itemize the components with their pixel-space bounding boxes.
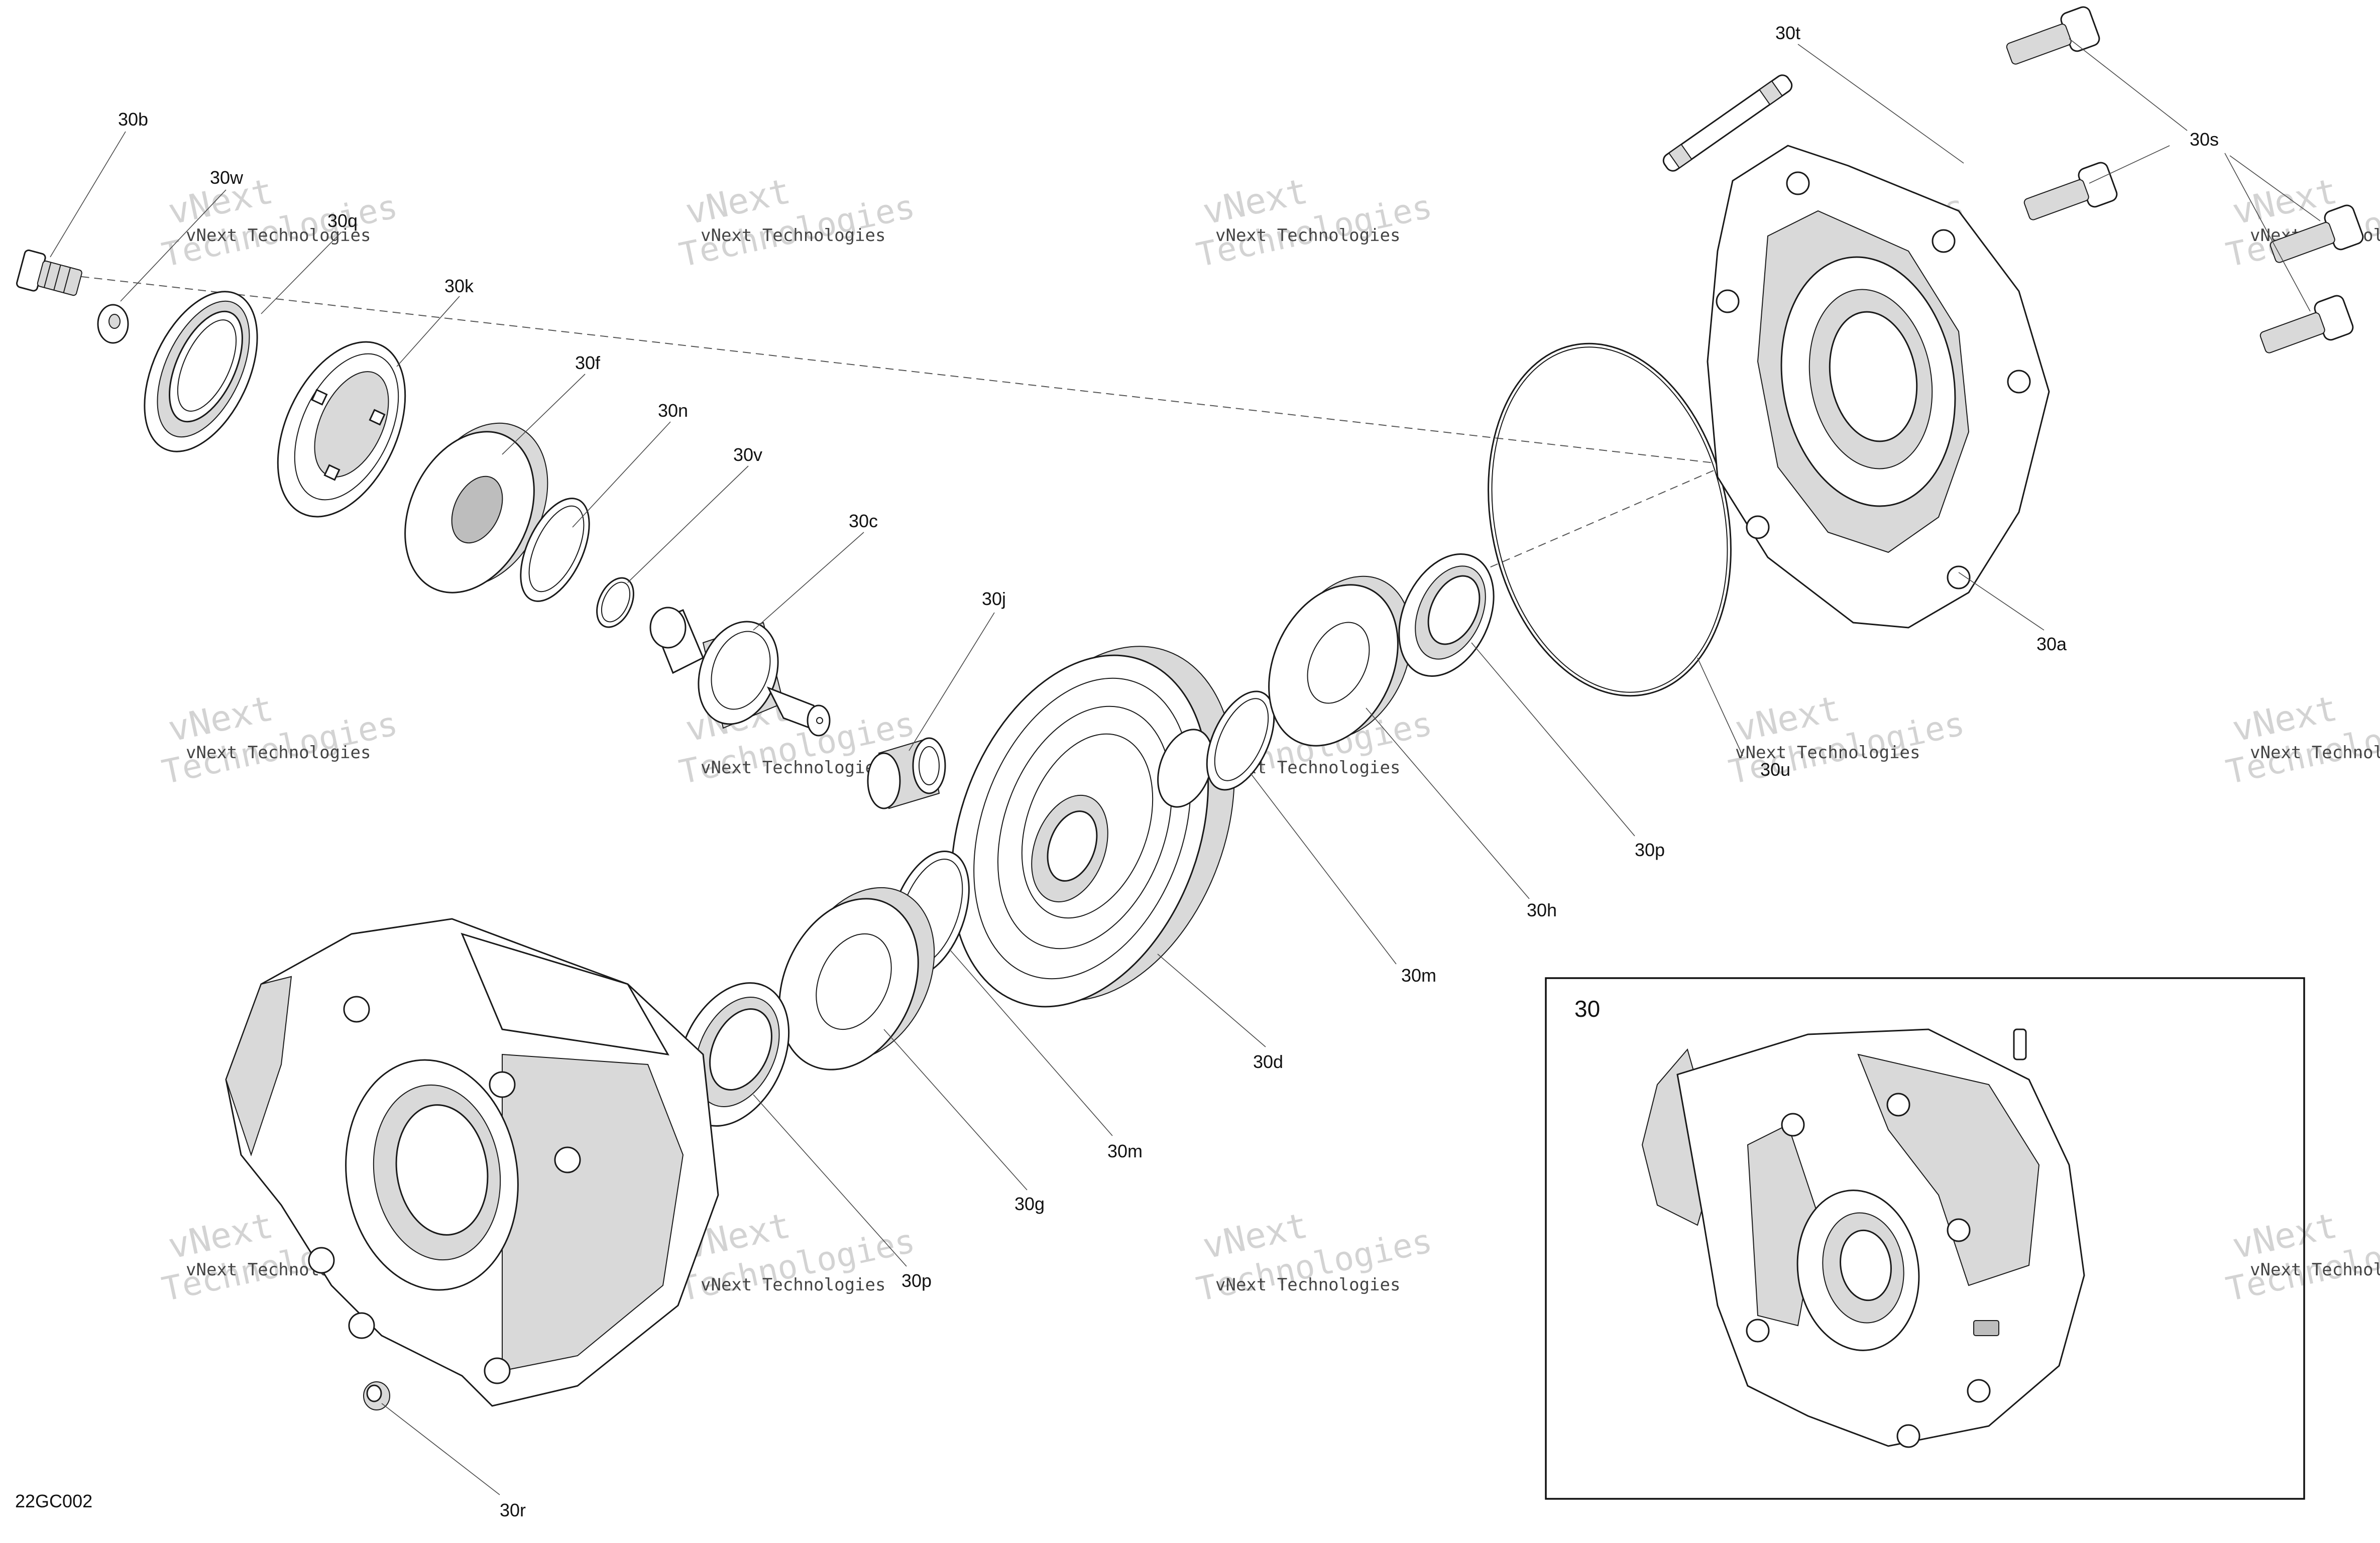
inset-label: 30 <box>1574 996 1600 1022</box>
part-30s-bolt <box>2023 162 2118 220</box>
diagram-code: 22GC002 <box>15 1491 92 1511</box>
watermark-caption: vNext Technologies <box>186 225 371 246</box>
part-main-housing <box>225 918 719 1407</box>
callout-30n: 30n <box>658 400 688 421</box>
part-30n-shim <box>520 498 590 602</box>
leader-lines <box>50 38 2321 1495</box>
watermark: vNext Technologies <box>2223 687 2380 792</box>
part-30m-shim-upper <box>1206 690 1275 791</box>
part-30s-bolt <box>2270 204 2364 263</box>
part-30w-washer <box>97 304 129 344</box>
callout-30w: 30w <box>210 167 244 188</box>
watermark-caption: vNext Technologies <box>1735 743 1920 763</box>
callout-30f: 30f <box>575 352 601 373</box>
assembly-inset: 30 <box>1545 977 2305 1500</box>
watermark-caption: vNext Technologies <box>701 1275 885 1295</box>
watermark: vNext Technologies <box>159 687 401 792</box>
callout-30h: 30h <box>1527 900 1557 920</box>
part-30c-pinion-shaft <box>649 607 831 737</box>
watermark-caption: vNext Technologies <box>2250 743 2380 763</box>
inset-frame <box>1545 977 2305 1500</box>
part-30s-bolt <box>2259 295 2354 353</box>
watermark-caption: vNext Technologies <box>186 743 371 763</box>
watermark: vNext Technologies <box>2223 1205 2380 1309</box>
part-30u-o-ring <box>1488 342 1732 697</box>
callout-30p-lower: 30p <box>901 1270 932 1291</box>
watermark: vNext Technologies <box>159 170 401 275</box>
watermark-caption: vNext Technologies <box>701 758 885 778</box>
callout-30j: 30j <box>982 588 1006 609</box>
watermark: vNext Technologies <box>1193 170 1435 275</box>
callout-30s: 30s <box>2190 129 2219 150</box>
watermark: vNext Technologies <box>676 170 918 275</box>
callout-30m-lower: 30m <box>1107 1141 1143 1161</box>
callout-30q: 30q <box>327 210 358 231</box>
part-30r-plug <box>363 1381 390 1410</box>
assembly-axis-upper <box>55 273 1728 578</box>
watermark-caption: vNext Technologies <box>1215 225 1400 246</box>
callout-labels: 30b 30w 30q 30k 30f 30n 30v 30c 30j 30t … <box>118 23 2219 1520</box>
callout-30m-upper: 30m <box>1401 965 1436 986</box>
part-30t-breather <box>1662 74 1793 172</box>
callout-30k: 30k <box>444 276 474 296</box>
callout-30t: 30t <box>1775 23 1800 43</box>
callout-30r: 30r <box>500 1500 526 1520</box>
part-30q-oil-seal <box>144 291 258 452</box>
callout-30v: 30v <box>733 444 762 465</box>
part-30b-bolt <box>16 249 82 296</box>
part-30f-bearing <box>404 422 548 594</box>
part-30v-snap-ring <box>596 577 634 628</box>
part-30p-seal-upper <box>1398 553 1495 677</box>
watermark-caption: vNext Technologies <box>1215 1275 1400 1295</box>
part-30k-bearing <box>277 341 406 518</box>
callout-30c: 30c <box>849 511 878 531</box>
callout-30g: 30g <box>1014 1194 1045 1214</box>
callout-30b: 30b <box>118 109 148 130</box>
callout-30u: 30u <box>1760 759 1790 780</box>
callout-30p-upper: 30p <box>1635 840 1665 860</box>
watermark: vNext Technologies <box>1726 687 1968 792</box>
part-30h-bearing <box>1268 575 1412 747</box>
part-30j-bushing <box>867 737 946 809</box>
part-30a-cover-housing <box>1707 145 2050 629</box>
callout-30d: 30d <box>1253 1051 1283 1072</box>
watermark-caption: vNext Technologies <box>2250 1260 2380 1280</box>
part-30d-ring-gear <box>950 646 1235 1008</box>
assembled-unit-drawing <box>1641 1028 2085 1448</box>
part-30s-bolt <box>2006 6 2100 65</box>
part-30g-bearing <box>778 887 935 1071</box>
callout-30a: 30a <box>2036 634 2067 654</box>
watermark-caption: vNext Technologies <box>701 225 885 246</box>
